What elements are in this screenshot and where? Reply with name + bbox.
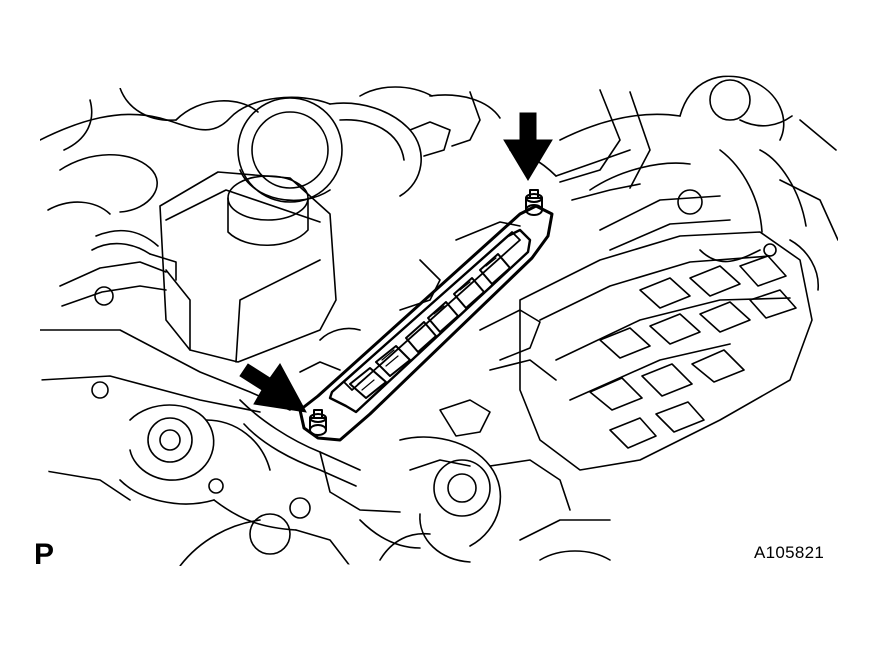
corner-label: P bbox=[34, 538, 55, 571]
control-module bbox=[298, 204, 554, 442]
bolt-upper bbox=[525, 189, 543, 216]
module-connectors bbox=[349, 253, 511, 399]
background-engine-parts bbox=[40, 75, 838, 566]
bolt-lower bbox=[309, 409, 327, 436]
figure-id: A105821 bbox=[754, 543, 825, 562]
arrow-icon bbox=[239, 363, 307, 413]
arrow-icon bbox=[503, 112, 553, 181]
